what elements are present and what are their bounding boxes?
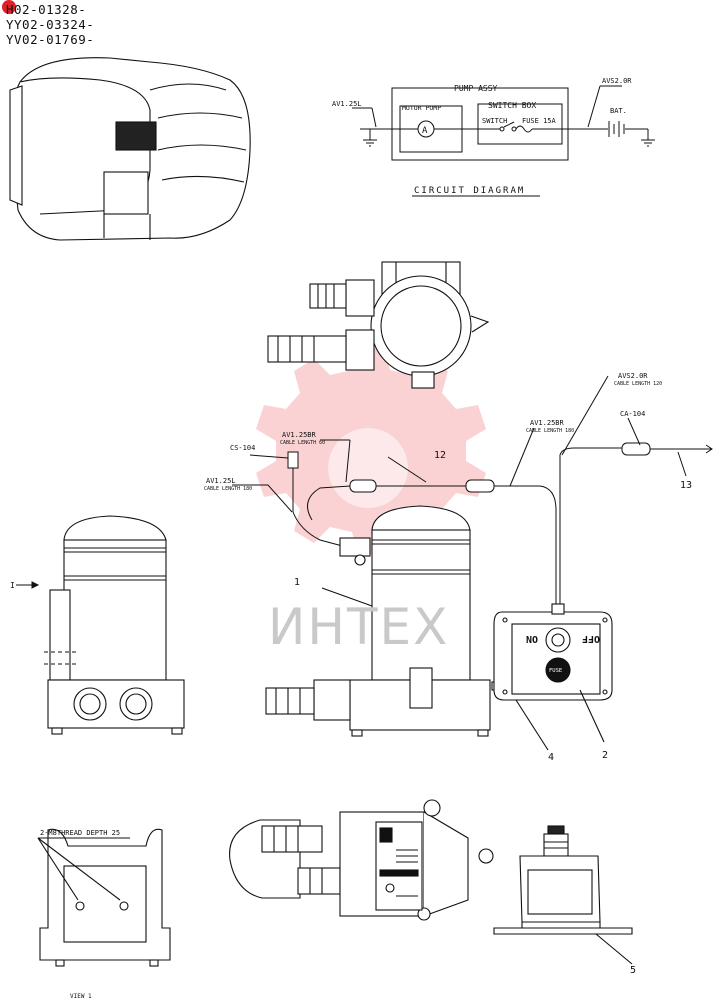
part-number-13: 13 <box>680 480 692 491</box>
circuit-diagram <box>352 85 655 197</box>
thread-depth-label: 2-M8THREAD DEPTH 25 <box>40 829 120 837</box>
cable-length-180-right-label: CABLE LENGTH 180 <box>526 428 574 434</box>
fuse-button-label: FUSE <box>549 668 562 674</box>
circuit-switch-label: SWITCH <box>482 117 507 125</box>
pump-plan-view <box>229 799 494 921</box>
avs20r-label: AVS2.0R <box>618 372 648 380</box>
watermark-gear-hole <box>328 428 408 508</box>
part-number-4: 4 <box>548 752 554 763</box>
switch-box-side-view <box>493 825 633 965</box>
red-dot-icon <box>2 0 16 14</box>
circuit-diagram-caption: CIRCUIT DIAGRAM <box>414 186 525 196</box>
circuit-motor-pump-label: MOTOR PUMP <box>402 104 441 112</box>
circuit-pump-assy-label: PUMP ASSY <box>454 84 498 93</box>
cable-length-120-label: CABLE LENGTH 120 <box>614 381 662 387</box>
watermark-text: ИНТЕХ <box>268 598 450 656</box>
circuit-switch-box-label: SWITCH BOX <box>488 101 536 110</box>
circuit-wire-left-label: AV1.25L <box>332 100 362 108</box>
cs104-label: CS-104 <box>230 444 255 452</box>
part-number-12: 12 <box>434 450 446 461</box>
serial-1: H02-01328- <box>2 0 86 17</box>
cable-length-180-label: CABLE LENGTH 180 <box>204 486 252 492</box>
pump-front-elevation <box>265 505 503 737</box>
pump-bottom-view <box>37 828 171 967</box>
av125br-left-label: AV1.25BR <box>282 431 317 439</box>
ca104-label: CA-104 <box>620 410 645 418</box>
pump-cover-drawing <box>9 57 251 241</box>
part-number-5: 5 <box>630 965 636 976</box>
ammeter-icon: A <box>422 126 428 136</box>
circuit-wire-right-label: AVS2.0R <box>602 77 632 85</box>
part-number-2: 2 <box>602 750 608 761</box>
serial-2: YY02-03324- <box>6 17 95 32</box>
switch-off-label: OFF <box>582 633 600 644</box>
serial-3: YV02-01769- <box>6 32 95 47</box>
av125l-label: AV1.25L <box>206 477 236 485</box>
switch-box-drawing <box>493 603 613 751</box>
view-1-label: VIEW 1 <box>70 993 92 1000</box>
pump-side-elevation <box>44 515 185 735</box>
circuit-fuse-label: FUSE 15A <box>522 117 557 125</box>
switch-on-label: ON <box>526 633 538 644</box>
circuit-bat-label: BAT. <box>610 107 627 115</box>
av125br-right-label: AV1.25BR <box>530 419 565 427</box>
wiring-harness <box>232 375 713 612</box>
view-arrow-icon <box>16 581 40 589</box>
cable-length-60-label: CABLE LENGTH 60 <box>280 440 325 446</box>
view-arrow-label: I <box>10 581 15 590</box>
part-number-1: 1 <box>294 577 300 588</box>
pump-top-view <box>267 261 490 389</box>
